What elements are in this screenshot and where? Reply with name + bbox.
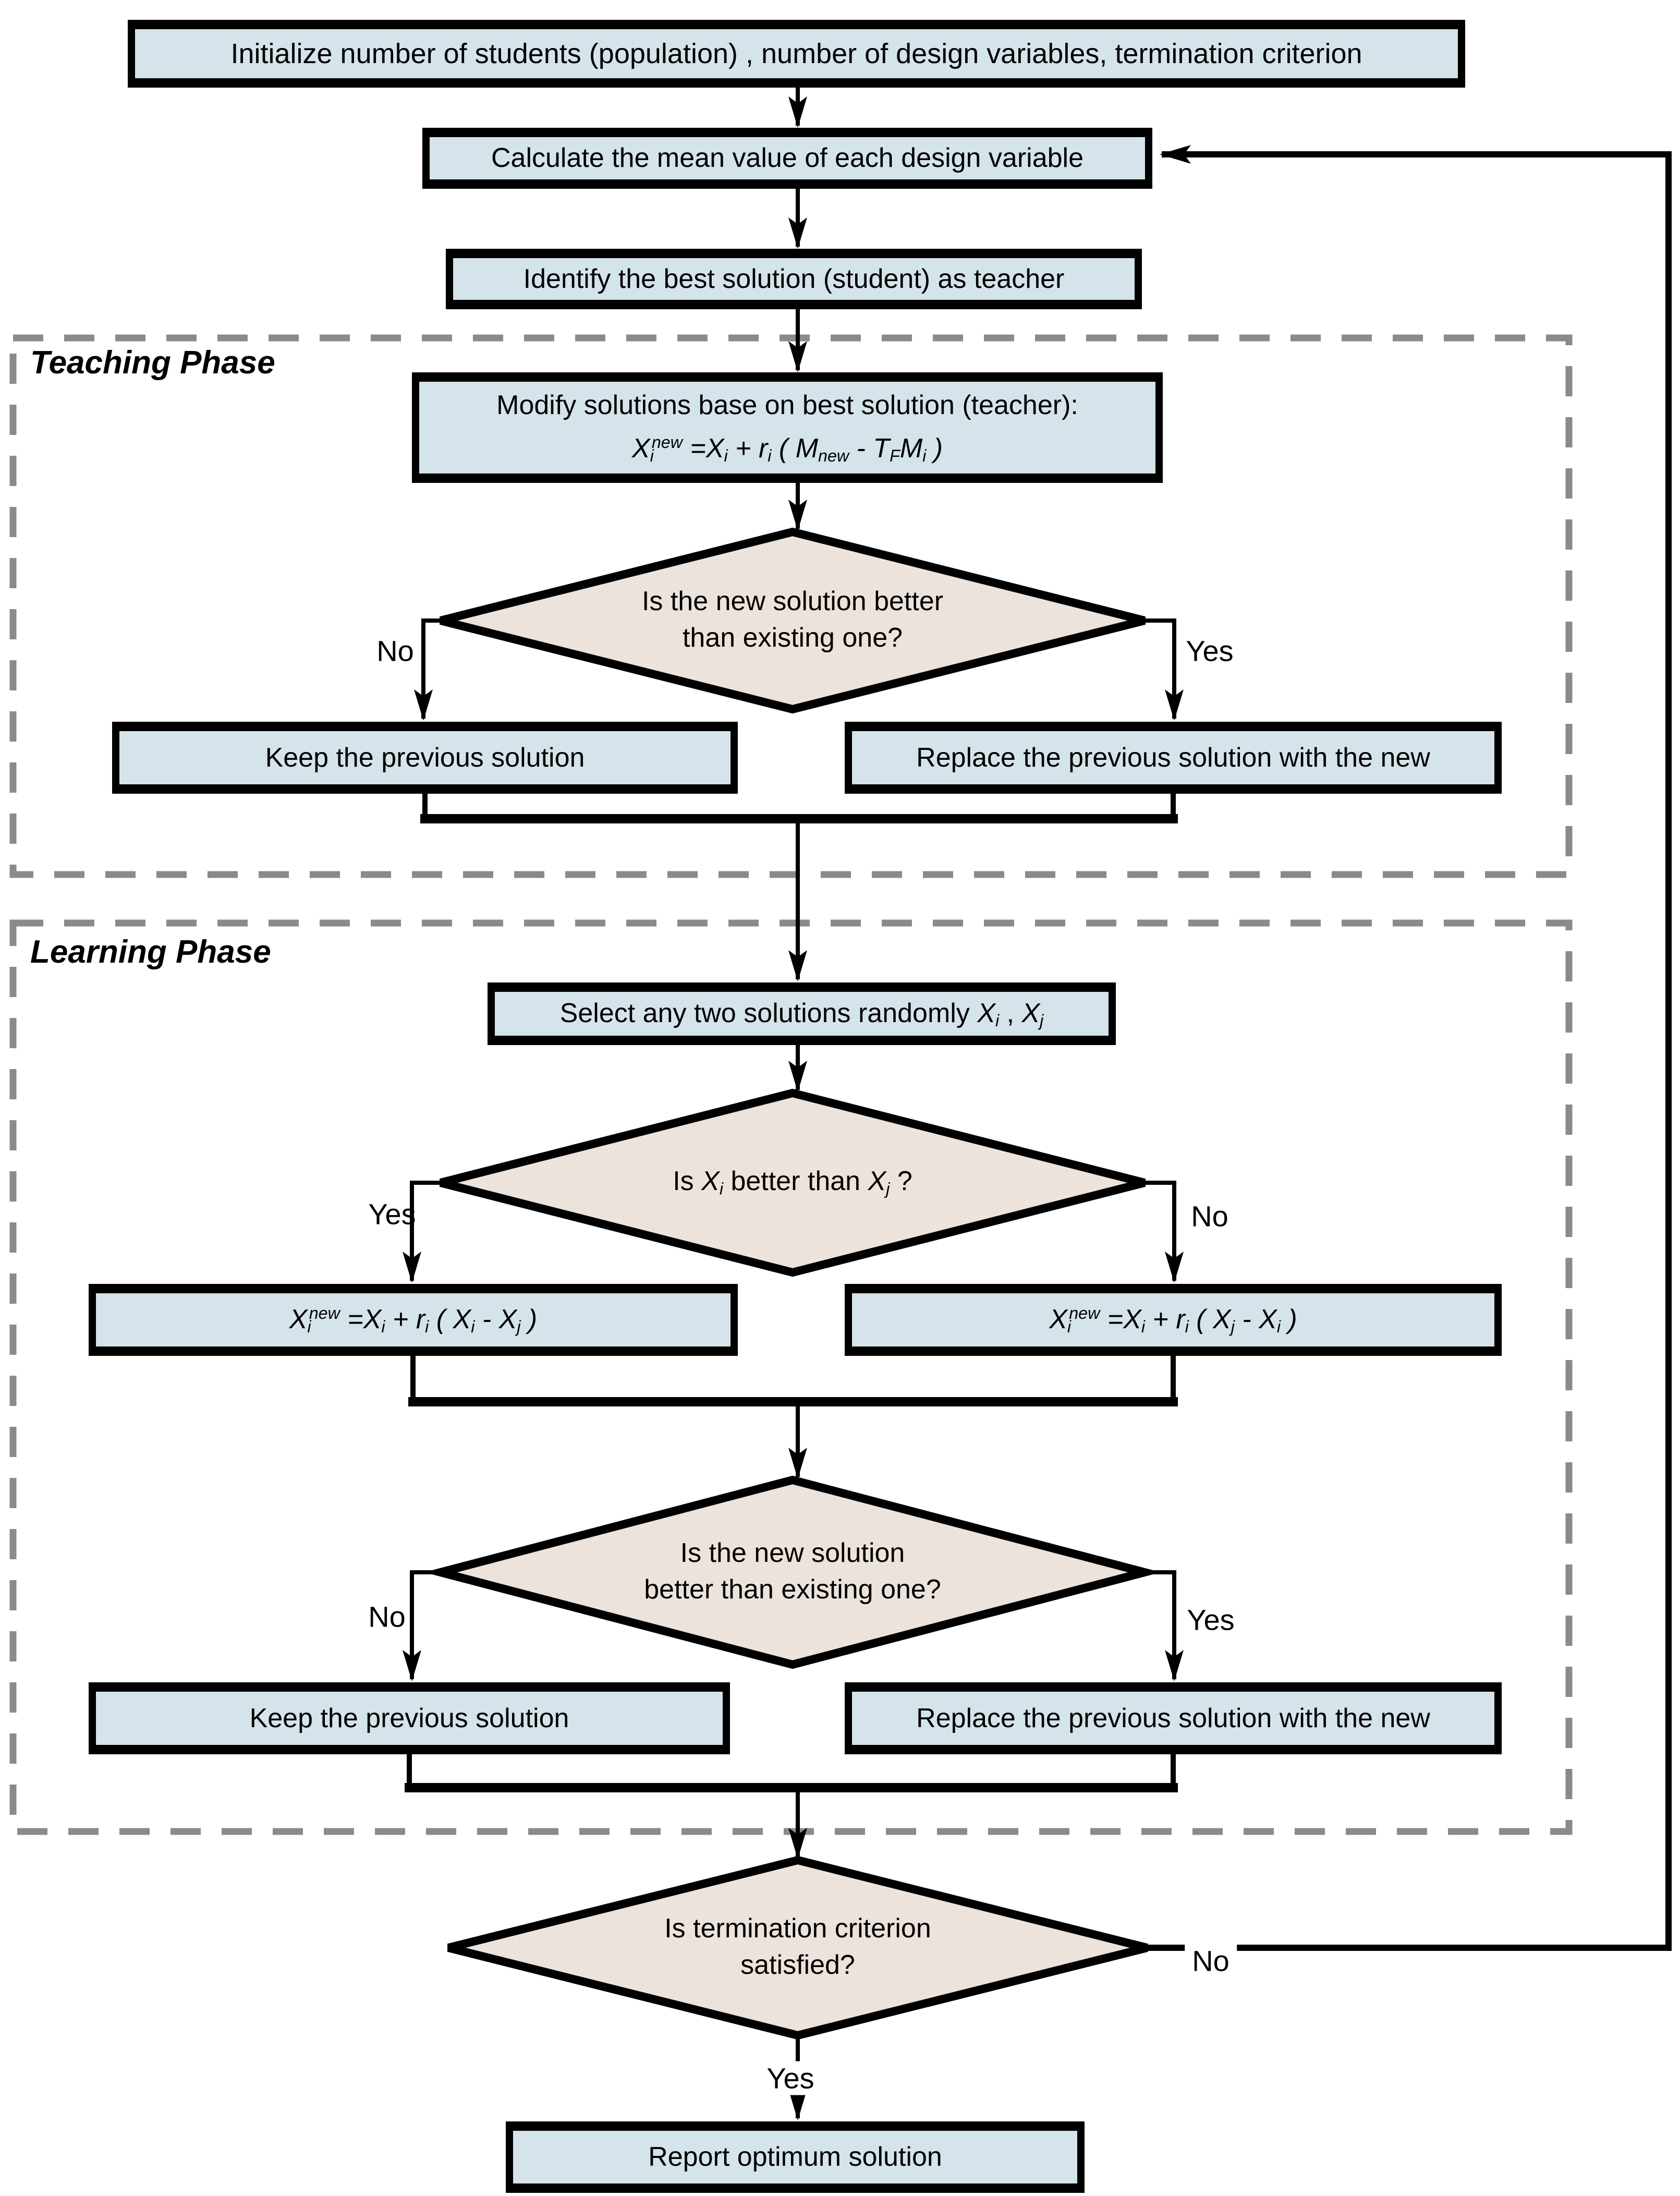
formula-right: Xinew =Xi + ri ( Xj - Xi ): [1049, 1303, 1297, 1336]
d3-no-label: No: [368, 1600, 406, 1633]
decision-d4-shape: [447, 1855, 1148, 2040]
replace-previous-label-2: Replace the previous solution with the n…: [916, 1703, 1430, 1733]
teaching-phase-label: Teaching Phase: [30, 345, 275, 381]
keep-previous-box-2: Keep the previous solution: [89, 1682, 730, 1754]
keep-previous-box-1: Keep the previous solution: [112, 722, 738, 794]
select-solutions-box: Select any two solutions randomly Xi , X…: [488, 982, 1116, 1045]
decision-d3-shape: [424, 1475, 1161, 1669]
d1-yes-label: Yes: [1186, 634, 1234, 668]
connector-d1-yes: [1145, 618, 1184, 721]
d1-no-label: No: [376, 634, 414, 668]
keep-previous-label-2: Keep the previous solution: [249, 1703, 569, 1733]
d4-line1: Is termination criterion: [664, 1913, 931, 1944]
d3-line2: better than existing one?: [644, 1574, 941, 1605]
report-optimum-label: Report optimum solution: [648, 2142, 942, 2173]
teaching-phase-container: [9, 334, 1573, 878]
replace-previous-box-2: Replace the previous solution with the n…: [845, 1682, 1502, 1754]
replace-previous-box-1: Replace the previous solution with the n…: [845, 722, 1502, 794]
init-box: Initialize number of students (populatio…: [128, 20, 1465, 88]
d4-yes-label: Yes: [759, 2061, 822, 2095]
connector-d3-yes: [1145, 1570, 1184, 1681]
formula-right-box: Xinew =Xi + ri ( Xj - Xi ): [845, 1284, 1502, 1356]
modify-solutions-box: Modify solutions base on best solution (…: [412, 372, 1163, 483]
connector-d4-no-feedback: [1147, 145, 1672, 1951]
select-solutions-formula: Select any two solutions randomly Xi , X…: [559, 998, 1044, 1030]
calc-mean-label: Calculate the mean value of each design …: [491, 143, 1084, 174]
d3-line1: Is the new solution: [680, 1537, 905, 1568]
d2-yes-label: Yes: [368, 1197, 416, 1231]
connector-d2-no: [1145, 1181, 1184, 1283]
replace-previous-label-1: Replace the previous solution with the n…: [916, 742, 1430, 773]
connector-d3-no: [403, 1570, 441, 1681]
modify-solutions-label: Modify solutions base on best solution (…: [496, 390, 1078, 421]
d3-yes-label: Yes: [1187, 1603, 1235, 1636]
report-optimum-box: Report optimum solution: [506, 2121, 1085, 2193]
identify-teacher-box: Identify the best solution (student) as …: [446, 249, 1142, 309]
modify-solutions-formula: Xinew =Xi + ri ( Mnew - TFMi ): [631, 433, 943, 465]
d1-line2: than existing one?: [682, 623, 903, 653]
d4-no-label: No: [1185, 1944, 1237, 1978]
d4-line2: satisfied?: [740, 1950, 855, 1980]
keep-previous-label-1: Keep the previous solution: [265, 742, 585, 773]
connector-d2-yes: [403, 1181, 441, 1283]
decision-d1-shape: [440, 527, 1146, 714]
connector-d1-no: [414, 618, 441, 721]
decision-d2-shape: [440, 1088, 1146, 1277]
decision-d2-text: Is Xi better than Xj ?: [673, 1166, 912, 1198]
decision-d1-text: Is the new solution better than existing…: [642, 583, 943, 656]
d2-no-label: No: [1191, 1199, 1228, 1233]
calc-mean-box: Calculate the mean value of each design …: [422, 128, 1152, 189]
decision-d3-text: Is the new solution better than existing…: [644, 1535, 941, 1608]
learning-phase-label: Learning Phase: [30, 934, 271, 970]
formula-left: Xinew =Xi + ri ( Xi - Xj ): [289, 1303, 538, 1336]
formula-left-box: Xinew =Xi + ri ( Xi - Xj ): [89, 1284, 738, 1356]
d1-line1: Is the new solution better: [641, 586, 944, 616]
init-label: Initialize number of students (populatio…: [230, 38, 1362, 69]
identify-teacher-label: Identify the best solution (student) as …: [523, 263, 1065, 294]
decision-d4-text: Is termination criterion satisfied?: [664, 1910, 931, 1983]
